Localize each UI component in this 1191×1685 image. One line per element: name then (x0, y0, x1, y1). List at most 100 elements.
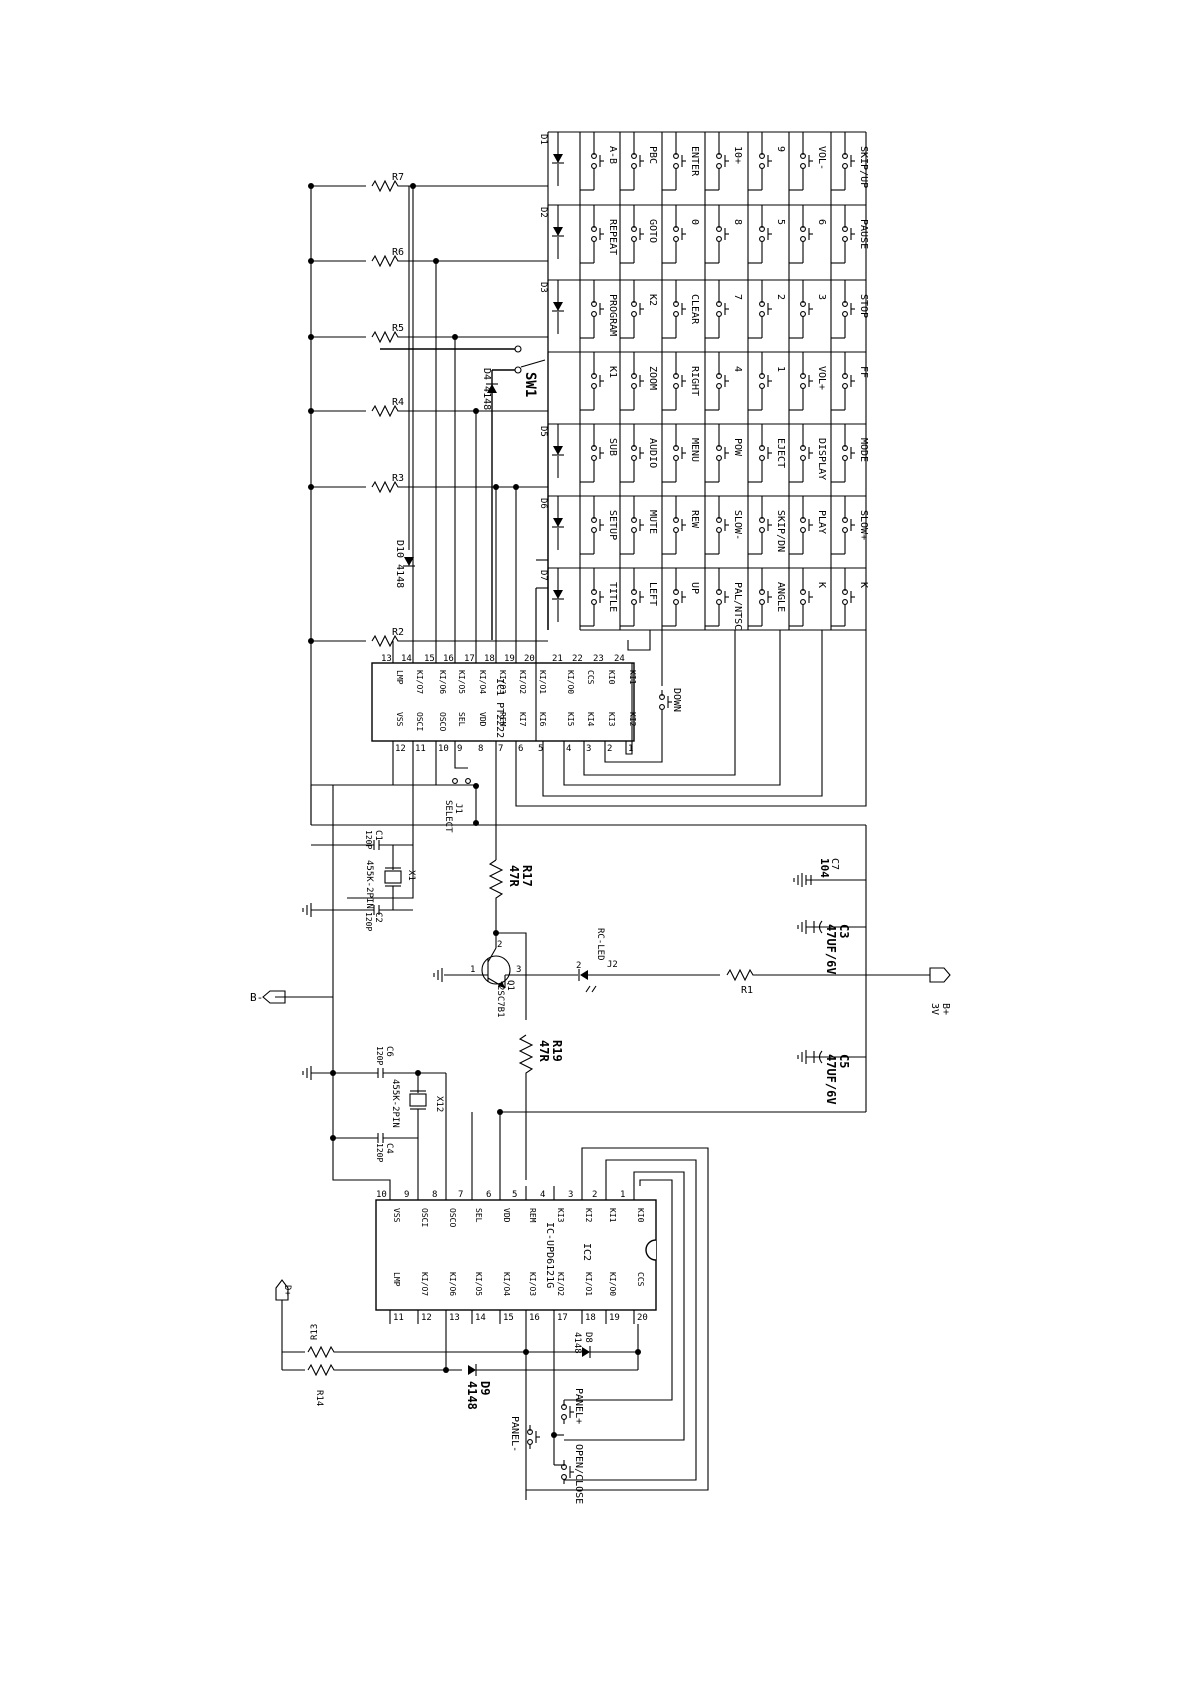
ic1-bottom-pin-label: SEL (457, 712, 466, 727)
junction-dot (473, 408, 479, 414)
panel-minus-label: PANEL- (509, 1416, 520, 1452)
c7-label: C7 (829, 858, 840, 870)
ic1-bottom-pin-label: OSCO (438, 712, 447, 731)
ic2-bottom-pin-number: 18 (585, 1313, 596, 1323)
key-label: SLOW+ (858, 510, 869, 540)
ic1-bottom-pin-number: 10 (438, 744, 449, 754)
key-label: K2 (647, 294, 658, 306)
junction-dot (410, 183, 416, 189)
key-label: FF (858, 366, 869, 378)
down-key: DOWN (659, 688, 682, 715)
matrix-key-switch (673, 221, 687, 247)
key-label: A-B (607, 146, 618, 164)
key-label: EJECT (775, 438, 786, 468)
key-label: 4 (732, 366, 743, 372)
key-label: RIGHT (689, 366, 700, 396)
ic1-name: IC1 PT2222 (494, 678, 505, 738)
ic2-top-pin-label: KI0 (636, 1208, 645, 1223)
ic2-bottom-pin-number: 16 (529, 1313, 540, 1323)
ic1-bottom-pin-label: KI3 (607, 712, 616, 727)
ic1-bottom-pin-label: REM (498, 712, 507, 727)
ic1-top-pin-label: KI/O3 (498, 670, 507, 694)
matrix-key-switch (842, 221, 856, 247)
ic2-upd6121g: IC-UPD6121G IC2 10VSS11LMP9OSCI12KI/O78O… (375, 1186, 657, 1324)
matrix-key-switch (631, 440, 645, 466)
ic2-key-routing (526, 1147, 709, 1491)
matrix-key-switch (842, 584, 856, 610)
j1-select-label: SELECT (443, 800, 453, 833)
ic1-top-pin-number: 15 (424, 654, 435, 664)
ic2-top-pin-label: VSS (392, 1208, 401, 1223)
led-label: RC-LED (595, 928, 605, 961)
row-resistor-label: R2 (392, 627, 404, 638)
ic1-bottom-pin-number: 6 (518, 744, 523, 754)
r17-value: 47R (507, 865, 521, 887)
d10-diode: D10 4148 (394, 540, 416, 588)
d10-label: D10 4148 (394, 540, 405, 588)
key-label: UP (689, 582, 700, 594)
junction-dot (308, 638, 314, 644)
led-ref: J2 (607, 960, 618, 970)
matrix-key-switch (591, 512, 605, 538)
c6-label: C6 (384, 1046, 394, 1057)
key-label: SETUP (607, 510, 618, 540)
ic1-bottom-pin-number: 12 (395, 744, 406, 754)
c5-value: 47UF/6V (824, 1054, 838, 1105)
matrix-key-switch (759, 584, 773, 610)
x12-value: 455K-2PIN (390, 1079, 400, 1128)
c5-label: C5 (837, 1054, 851, 1068)
b-minus-label: B- (250, 991, 263, 1004)
matrix-key-switch (759, 512, 773, 538)
ic1-top-pin-label: LMP (395, 670, 404, 685)
matrix-key-switch (800, 296, 814, 322)
row-diode (551, 153, 565, 164)
matrix-key-switch (591, 148, 605, 174)
key-label: 5 (775, 219, 786, 225)
matrix-key-switch (631, 296, 645, 322)
b-plus-label: B+ (940, 1003, 951, 1015)
key-label: MODE (858, 438, 869, 462)
ic1-bottom-pin-label: OSCI (415, 712, 424, 731)
matrix-key-switch (631, 148, 645, 174)
key-label: SKIP/UP (858, 146, 869, 188)
q1-pin-3: 3 (516, 965, 521, 975)
ic2-bottom-pin-label: KI/O6 (448, 1272, 457, 1296)
ic1-bottom-pin-number: 2 (607, 744, 612, 754)
row-diode (551, 445, 565, 456)
key-label: 2 (775, 294, 786, 300)
matrix-key-switch (631, 584, 645, 610)
matrix-key-switch (591, 440, 605, 466)
ic1-top-pin-number: 20 (524, 654, 535, 664)
key-label: 9 (775, 146, 786, 152)
ic2-top-pin-label: REM (528, 1208, 537, 1223)
ic1-bottom-pin-number: 5 (538, 744, 543, 754)
matrix-key-switch (800, 148, 814, 174)
ic2-top-pin-number: 4 (540, 1190, 545, 1200)
b-minus-rail: B- (250, 784, 393, 1168)
ic1-top-pin-label: KI/O5 (457, 670, 466, 694)
q1-pin-1: 1 (470, 965, 475, 975)
key-label: ANGLE (775, 582, 786, 612)
junction-dot (452, 334, 458, 340)
ic1-top-pin-label: KI/O0 (566, 670, 575, 694)
ic2-top-pin-number: 7 (458, 1190, 463, 1200)
c7-value: 104 (818, 858, 831, 878)
ic1-top-pin-label: KI/O7 (415, 670, 424, 694)
matrix-key-switch (842, 440, 856, 466)
key-label: SUB (607, 438, 618, 456)
ic2-bottom-pin-label: KI/O5 (474, 1272, 483, 1296)
matrix-key-switch (591, 296, 605, 322)
ic2-top-pin-label: OSCO (448, 1208, 457, 1227)
r14-label: R14 (314, 1390, 324, 1406)
matrix-key-switch (800, 221, 814, 247)
ic2-ref: IC2 (581, 1243, 592, 1261)
ic1-top-pin-number: 21 (552, 654, 563, 664)
key-label: AUDIO (647, 438, 658, 468)
ic2-name: IC-UPD6121G (544, 1222, 555, 1288)
key-label: 10+ (732, 146, 743, 164)
ic2-bottom-pin-number: 15 (503, 1313, 514, 1323)
panel-plus-label: PANEL+ (573, 1388, 584, 1424)
r19-resistor: R19 47R (519, 1034, 564, 1180)
matrix-key-switch (716, 296, 730, 322)
